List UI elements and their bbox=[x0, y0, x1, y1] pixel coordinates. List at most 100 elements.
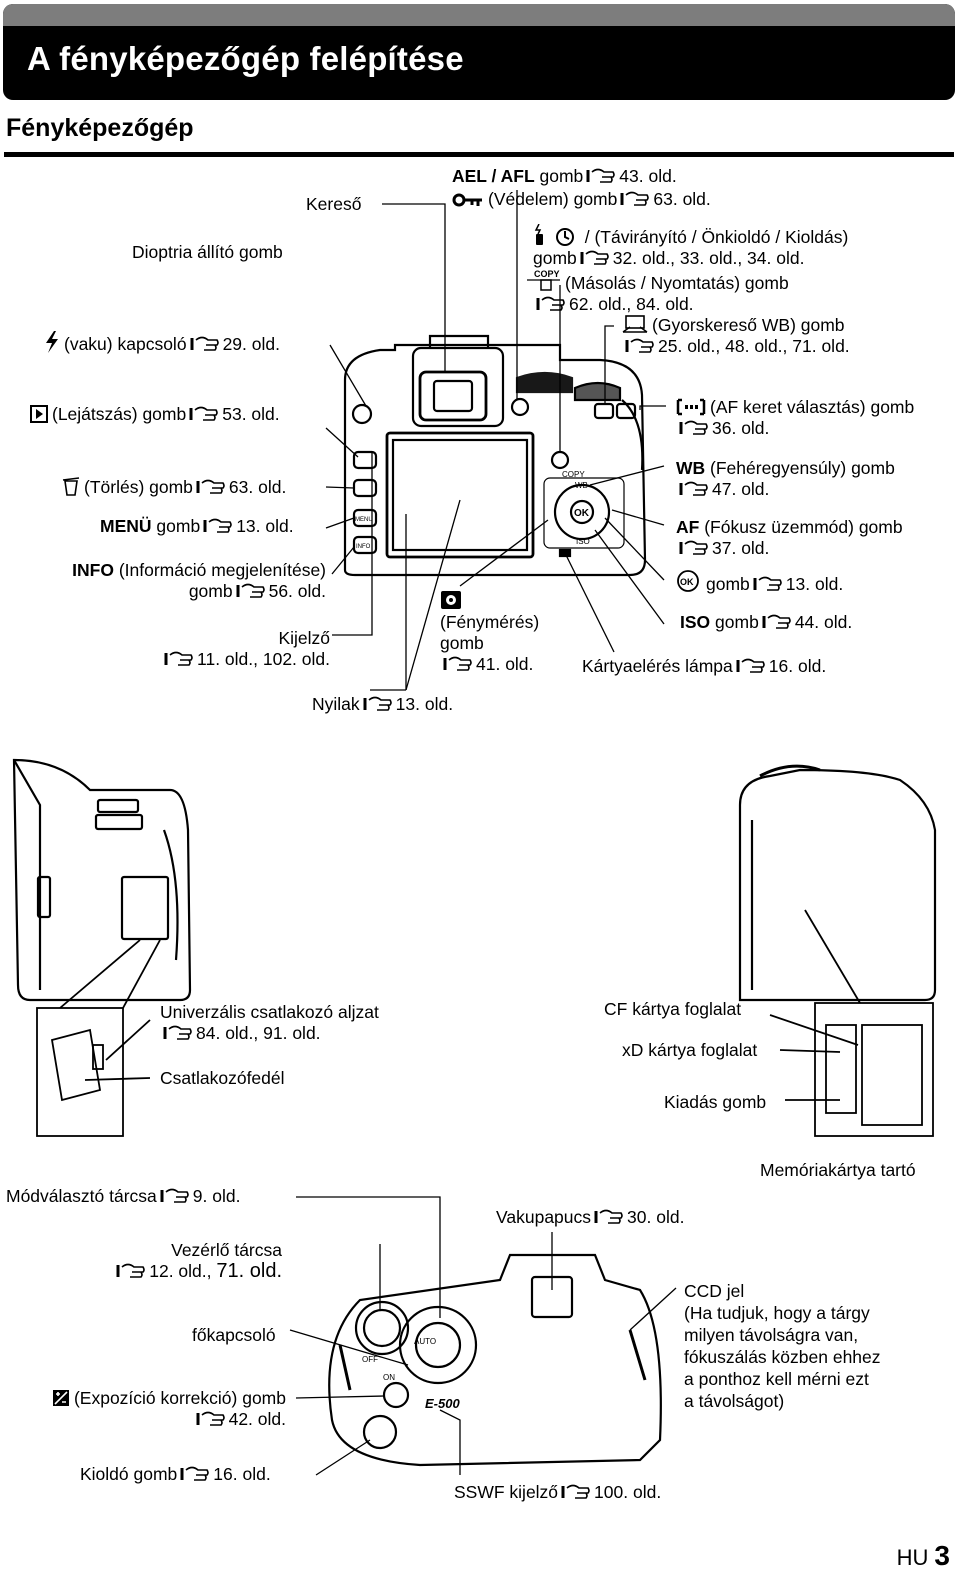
page-ref-icon bbox=[160, 1188, 190, 1204]
menu-rest: gomb bbox=[156, 516, 201, 536]
page-number: 3 bbox=[934, 1540, 950, 1571]
info-line2: gomb bbox=[188, 581, 233, 601]
menu-bold: MENÜ bbox=[100, 516, 152, 536]
top-leader-lines bbox=[325, 190, 666, 691]
info-ref: 56. old. bbox=[268, 581, 326, 601]
label-gyors: (Gyorskereső WB) gomb 25. old., 48. old.… bbox=[622, 314, 850, 357]
gyors-ref: 25. old., 48. old., 71. old. bbox=[658, 336, 850, 356]
connector-inset bbox=[36, 939, 161, 1137]
section-rule bbox=[4, 152, 954, 157]
af-bold: AF bbox=[676, 517, 700, 537]
ccd-line4: fókuszálás közben ehhez bbox=[684, 1347, 881, 1367]
expo-text: (Expozíció korrekció) gomb bbox=[73, 1388, 286, 1408]
label-expo: (Expozíció korrekció) gomb 42. old. bbox=[10, 1388, 286, 1430]
ccd-line1: CCD jel bbox=[684, 1281, 745, 1301]
af-ref: 37. old. bbox=[712, 538, 770, 558]
on-text: ON bbox=[383, 1373, 395, 1382]
label-kartya-lampa: Kártyaelérés lámpa 16. old. bbox=[582, 656, 826, 677]
torles-ref: 63. old. bbox=[228, 477, 287, 497]
svg-text:OK: OK bbox=[680, 577, 694, 587]
copy-small-text: COPY bbox=[562, 470, 585, 479]
page-ref-icon bbox=[561, 1484, 591, 1500]
torles-text: (Törlés) gomb bbox=[84, 477, 193, 497]
gyors-text: (Gyorskereső WB) gomb bbox=[652, 315, 845, 335]
kioldo-ref: 16. old. bbox=[213, 1464, 271, 1484]
iso-small-text: ISO bbox=[576, 537, 590, 546]
kijelzo-ref: 11. old., 102. old. bbox=[197, 649, 330, 669]
page-ref-icon bbox=[236, 583, 266, 599]
fenymeres-ref: 41. old. bbox=[476, 654, 534, 674]
camera-top-illustration bbox=[328, 1253, 662, 1467]
kartya-lampa-ref: 16. old. bbox=[768, 656, 827, 676]
lejatszas-ref: 53. old. bbox=[222, 404, 280, 424]
self-timer-icon bbox=[555, 228, 574, 246]
ok-ref: 13. old. bbox=[785, 574, 844, 594]
page-header: A fényképezőgép felépítése bbox=[3, 4, 955, 100]
tavir-line2: gomb bbox=[533, 248, 577, 268]
label-memoria: Memóriakártya tartó bbox=[760, 1160, 916, 1180]
afkeret-ref: 36. old. bbox=[712, 418, 770, 438]
page-ref-icon bbox=[196, 1411, 226, 1427]
trash-icon bbox=[62, 477, 80, 496]
page-ref-icon bbox=[116, 1263, 146, 1279]
remote-icon bbox=[534, 224, 543, 245]
ok-icon: OK bbox=[677, 570, 699, 592]
label-wb: WB (Fehéregyensúly) gomb 47. old. bbox=[676, 458, 895, 500]
label-kijelzo: Kijelző 11. old., 102. old. bbox=[100, 628, 330, 670]
off-text: OFF bbox=[362, 1355, 378, 1364]
camera-top-texts: AUTO OFF ON E-500 bbox=[362, 1337, 460, 1411]
quick-wb-icon bbox=[622, 315, 648, 333]
label-dioptria: Dioptria állító gomb bbox=[132, 242, 283, 262]
expo-ref: 42. old. bbox=[228, 1409, 286, 1429]
bottom-leader-lines bbox=[289, 1196, 677, 1476]
vezerlo-text: Vezérlő tárcsa bbox=[171, 1240, 282, 1260]
wb-rest: (Fehéregyensúly) gomb bbox=[710, 458, 895, 478]
label-kiadas: Kiadás gomb bbox=[664, 1092, 767, 1112]
tavir-ref: 32. old., 33. old., 34. old. bbox=[612, 248, 805, 268]
page-ref-icon bbox=[180, 1466, 210, 1482]
wb-bold: WB bbox=[676, 458, 706, 478]
label-afkeret: (AF keret választás) gomb 36. old. bbox=[676, 397, 914, 439]
page-ref-icon bbox=[580, 250, 610, 266]
label-fokapcsolo: főkapcsoló bbox=[192, 1325, 276, 1345]
af-rest: (Fókusz üzemmód) gomb bbox=[704, 517, 903, 537]
wb-ref: 47. old. bbox=[712, 479, 770, 499]
page-title: A fényképezőgép felépítése bbox=[27, 40, 464, 77]
vedelem-ref: 63. old. bbox=[653, 189, 711, 209]
iso-rest: gomb bbox=[715, 612, 759, 632]
label-univ: Univerzális csatlakozó aljzat 84. old., … bbox=[160, 1002, 379, 1044]
card-slot-inset bbox=[769, 909, 934, 1137]
ael-bold: AEL / AFL bbox=[452, 166, 535, 186]
ael-ref: 43. old. bbox=[619, 166, 677, 186]
camera-back-illustration bbox=[343, 334, 647, 577]
label-af: AF (Fókusz üzemmód) gomb 37. old. bbox=[676, 517, 903, 559]
key-icon bbox=[452, 193, 482, 207]
nyilak-text: Nyilak bbox=[312, 694, 360, 714]
univ-ref: 84. old., 91. old. bbox=[196, 1023, 321, 1043]
page-ref-icon bbox=[679, 420, 709, 436]
vedelem-text: (Védelem) gomb bbox=[488, 189, 618, 209]
label-kioldo: Kioldó gomb 16. old. bbox=[80, 1464, 271, 1485]
page-ref-icon bbox=[679, 540, 709, 556]
label-xd: xD kártya foglalat bbox=[622, 1040, 758, 1060]
ccd-line6: a távolságot) bbox=[684, 1391, 785, 1411]
copy-print-icon: COPY bbox=[534, 269, 560, 291]
camera-back-texts: OK WB ISO COPY MENU INFO bbox=[355, 470, 590, 550]
ok-rest: gomb bbox=[706, 574, 750, 594]
page-ref-icon bbox=[620, 191, 650, 207]
af-frame-icon bbox=[676, 398, 706, 416]
info-bold: INFO bbox=[72, 560, 114, 580]
mod-text: Módválasztó tárcsa bbox=[6, 1186, 157, 1206]
kartya-lampa-text: Kártyaelérés lámpa bbox=[582, 656, 733, 676]
iso-bold: ISO bbox=[680, 612, 711, 632]
label-torles: (Törlés) gomb 63. old. bbox=[62, 476, 286, 498]
kioldo-text: Kioldó gomb bbox=[80, 1464, 178, 1484]
vakupapucs-text: Vakupapucs bbox=[496, 1207, 592, 1227]
univ-text: Univerzális csatlakozó aljzat bbox=[160, 1002, 379, 1022]
